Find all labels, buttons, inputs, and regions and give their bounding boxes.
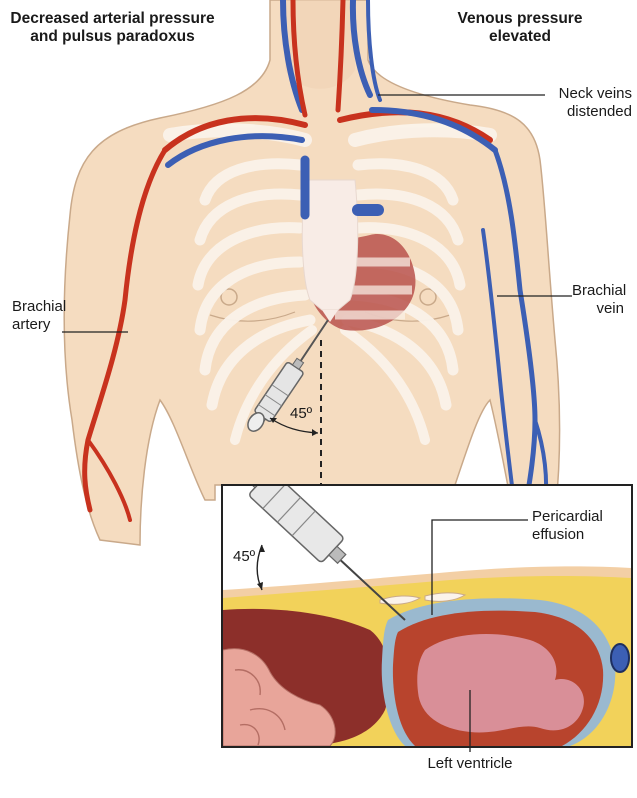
label-arterial-pressure: Decreased arterial pressure and pulsus p… [5, 10, 220, 46]
label-brachial-vein: Brachial vein [572, 282, 624, 318]
label-left-ventricle: Left ventricle [405, 755, 535, 773]
label-angle-inset: 45º [233, 548, 255, 566]
label-pericardial-effusion: Pericardial effusion [532, 508, 612, 544]
label-brachial-artery: Brachial artery [12, 298, 72, 334]
sternum [302, 180, 357, 310]
aorta-cross-section [611, 644, 629, 672]
label-neck-veins: Neck veins distended [548, 85, 632, 121]
label-venous-pressure: Venous pressure elevated [450, 10, 590, 46]
label-angle-body: 45º [290, 405, 312, 423]
inset-cross-section [222, 450, 632, 747]
